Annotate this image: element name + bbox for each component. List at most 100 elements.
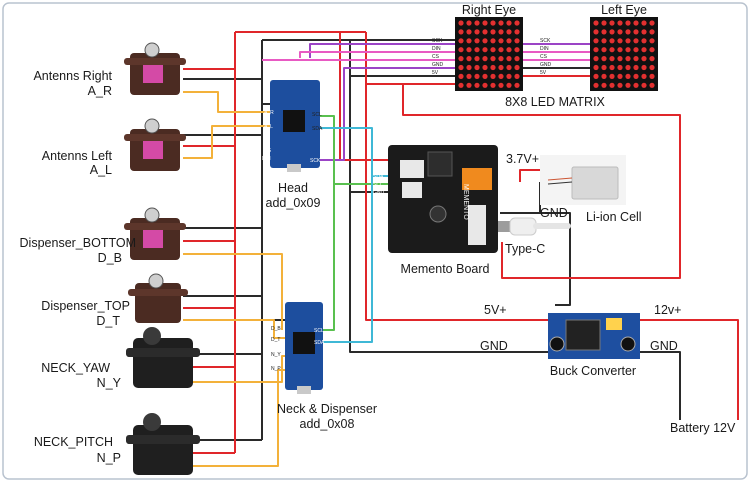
led-dot — [601, 47, 607, 53]
neck-pin-db: D_B — [271, 326, 281, 332]
led-dot — [601, 29, 607, 35]
led-dot — [482, 47, 488, 53]
wire-sda — [320, 115, 390, 185]
wire-5v-memento — [402, 84, 681, 279]
led-dot — [506, 38, 512, 44]
head-pin-sck: SCK — [310, 158, 321, 164]
led-dot — [458, 20, 464, 26]
led-dot — [617, 20, 623, 26]
led-dot — [514, 64, 520, 71]
led-dot — [609, 29, 615, 35]
led-dot — [625, 47, 631, 53]
led-dot — [474, 29, 480, 35]
led-dot — [609, 56, 615, 62]
led-dot — [490, 73, 496, 79]
led-dot — [490, 29, 496, 35]
led-dot — [617, 82, 623, 88]
led-dot — [506, 56, 512, 62]
led-dot — [625, 64, 631, 71]
servo-label-0: Antenns Right — [33, 69, 112, 83]
right-eye-label: Right Eye — [461, 3, 517, 17]
led-dot — [633, 47, 639, 53]
led-dot — [649, 73, 655, 79]
led-dot — [466, 82, 472, 88]
led-dot — [641, 38, 647, 44]
matrix-pin-sck-b: SCK — [540, 38, 551, 44]
head-board-title: Head — [278, 181, 308, 195]
led-dot — [466, 47, 472, 53]
matrix-pin-cs-a: CS — [432, 54, 439, 60]
led-dot — [593, 20, 599, 26]
wire-gnd-battery — [640, 351, 681, 420]
led-dot — [458, 56, 464, 62]
wire-12v — [640, 319, 739, 420]
memento-pin-scl: SCL — [373, 182, 383, 188]
buck-gnd-right-label: GND — [650, 339, 678, 353]
led-dot — [625, 38, 631, 44]
led-dot — [506, 47, 512, 53]
buck-in-label: 12v+ — [654, 303, 682, 317]
led-dot — [482, 73, 488, 79]
servo-antenna-left — [124, 118, 186, 171]
head-pin-sda: SDA — [312, 126, 323, 132]
led-dot — [609, 38, 615, 44]
led-matrix-left — [590, 17, 658, 91]
led-dot — [474, 82, 480, 88]
led-dot — [609, 47, 615, 53]
head-pin-ar: A_R — [264, 110, 274, 116]
led-dot — [498, 64, 504, 71]
led-dot — [625, 56, 631, 62]
led-dot — [498, 47, 504, 53]
led-dot — [601, 20, 607, 26]
led-dot — [498, 73, 504, 79]
led-dot — [506, 20, 512, 26]
servo-dispenser-bottom — [124, 207, 186, 260]
led-dot — [601, 73, 607, 79]
head-pin-scl: SCL — [312, 112, 322, 118]
memento-pin-sda: SDA — [373, 174, 384, 180]
led-dot — [593, 64, 599, 71]
head-board-address: add_0x09 — [265, 196, 321, 210]
led-dot — [482, 56, 488, 62]
led-dot — [649, 47, 655, 53]
matrix-caption: 8X8 LED MATRIX — [505, 95, 605, 109]
servo-dispenser-top — [128, 273, 188, 323]
matrix-pin-sck-a: SCK — [432, 38, 443, 44]
led-dot — [482, 82, 488, 88]
led-dot — [601, 64, 607, 71]
led-dot — [514, 56, 520, 62]
servo-code-1: A_L — [89, 163, 112, 177]
memento-board — [388, 145, 498, 253]
matrix-pin-5v-b: 5V — [540, 70, 547, 76]
led-dot — [458, 47, 464, 53]
led-dot — [617, 56, 623, 62]
matrix-pin-cs-b: CS — [540, 54, 547, 60]
led-dot — [506, 29, 512, 35]
head-pin-din: DIN — [262, 156, 271, 162]
led-dot — [466, 64, 472, 71]
led-dot — [458, 73, 464, 79]
led-dot — [514, 38, 520, 44]
memento-pin-gnd: GND — [373, 190, 385, 196]
led-dot — [641, 64, 647, 71]
led-dot — [625, 29, 631, 35]
led-dot — [593, 29, 599, 35]
buck-gnd-left-label: GND — [480, 339, 508, 353]
led-dot — [617, 64, 623, 71]
led-dot — [617, 47, 623, 53]
led-dot — [458, 29, 464, 35]
led-dot — [458, 64, 464, 71]
wire-gnd-main — [349, 40, 548, 353]
servo-label-4: NECK_YAW — [41, 361, 110, 375]
left-eye-label: Left Eye — [601, 3, 647, 17]
led-dot — [490, 38, 496, 44]
servo-neck-yaw — [126, 327, 200, 388]
led-dot — [649, 20, 655, 26]
led-dot — [641, 56, 647, 62]
servo-label-1: Antenns Left — [41, 149, 112, 163]
neck-nano-board — [285, 302, 323, 394]
led-dot — [474, 38, 480, 44]
led-dot — [466, 56, 472, 62]
